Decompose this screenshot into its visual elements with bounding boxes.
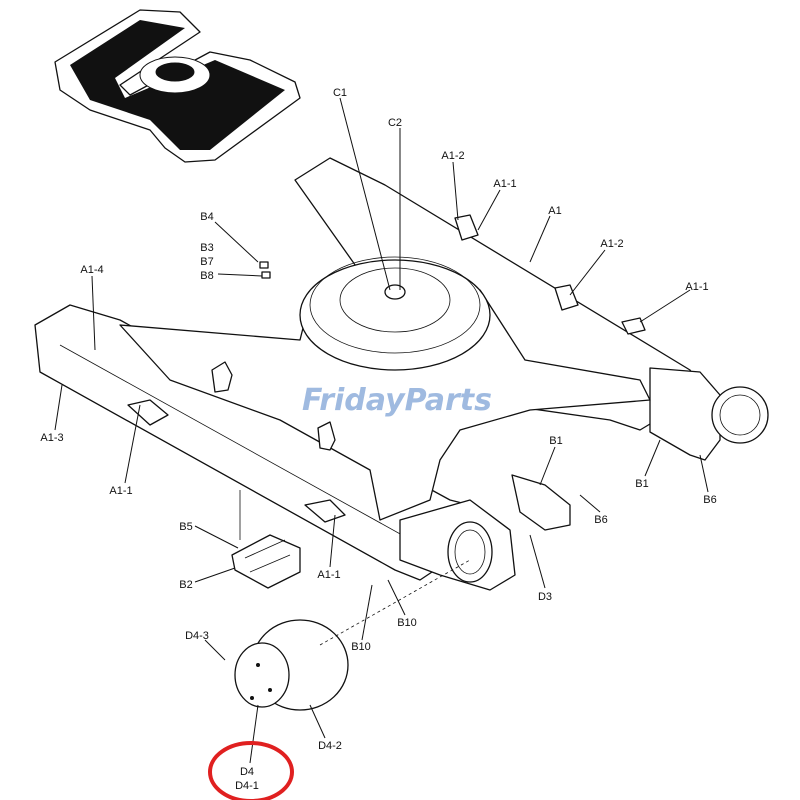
leader-lines (54, 97, 709, 764)
label-d4: D4 (240, 766, 254, 778)
label-b4: B4 (200, 211, 213, 223)
label-b8: B8 (200, 270, 213, 282)
label-a1-2: A1-2 (441, 150, 464, 162)
shims (259, 261, 271, 279)
label-d4-2: D4-2 (318, 740, 342, 752)
label-b5: B5 (179, 521, 192, 533)
bracket-b2 (231, 534, 301, 589)
label-b3: B3 (200, 242, 213, 254)
label-b2: B2 (179, 579, 192, 591)
label-b6: B6 (703, 494, 716, 506)
plate-b1 (511, 474, 571, 531)
label-b1: B1 (549, 435, 562, 447)
undercarriage-thumbnail (54, 9, 301, 163)
watermark-logo: FridayParts (302, 383, 492, 418)
label-a1: A1 (548, 205, 561, 217)
label-b7: B7 (200, 256, 213, 268)
label-d3: D3 (538, 591, 552, 603)
label-d4-3: D4-3 (185, 630, 209, 642)
label-a1-4: A1-4 (80, 264, 103, 276)
label-a1-2: A1-2 (600, 238, 623, 250)
label-a1-3: A1-3 (40, 432, 63, 444)
label-a1-1: A1-1 (685, 281, 708, 293)
label-a1-1: A1-1 (109, 485, 132, 497)
label-b6: B6 (594, 514, 607, 526)
label-a1-1: A1-1 (317, 569, 340, 581)
label-b10: B10 (351, 641, 371, 653)
track-frame (34, 157, 769, 591)
highlight-circle (208, 741, 294, 800)
label-b10: B10 (397, 617, 417, 629)
label-c1: C1 (333, 87, 347, 99)
part-labels: C1 C2 A1-2 A1-1 A1 A1-2 A1-1 B4 B3 B7 B8… (40, 87, 716, 792)
label-b1: B1 (635, 478, 648, 490)
label-c2: C2 (388, 117, 402, 129)
travel-motor-d4 (234, 619, 349, 711)
label-a1-1: A1-1 (493, 178, 516, 190)
label-d4-1: D4-1 (235, 780, 259, 792)
